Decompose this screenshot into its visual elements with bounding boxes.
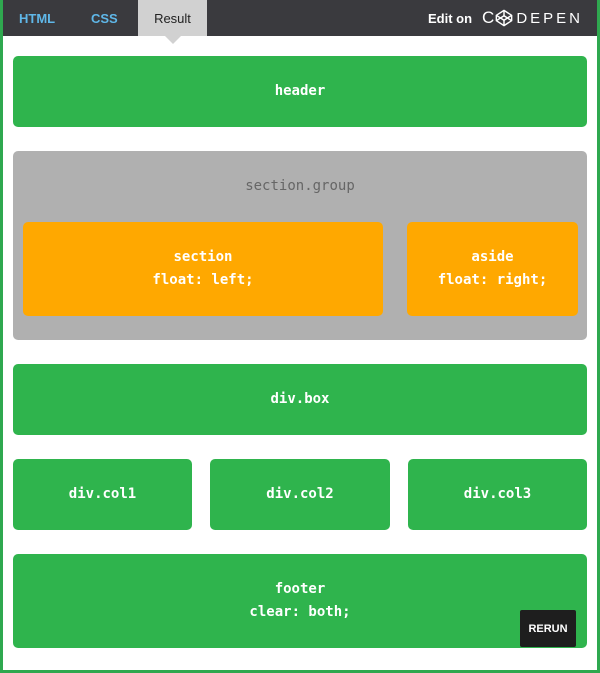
footer-block: footer clear: both; [13,554,587,648]
section-label: section [173,249,233,265]
codepen-topbar: HTML CSS Result Edit on C DEPEN [3,0,597,36]
codepen-cube-icon [495,9,513,27]
tab-result[interactable]: Result [138,0,207,36]
tab-html[interactable]: HTML [19,11,56,26]
div-col3-block: div.col3 [408,459,587,530]
div-col1-label: div.col1 [68,486,137,502]
codepen-logo: C DEPEN [482,8,583,28]
section-float-left-block: section float: left; [23,222,383,316]
codepen-logo-letter-c: C [482,8,495,27]
rerun-button[interactable]: RERUN [520,610,576,647]
active-tab-indicator [165,36,181,44]
codepen-embed-frame: HTML CSS Result Edit on C DEPEN [3,0,597,670]
codepen-logo-text: DEPEN [516,9,583,27]
div-box-label: div.box [270,391,330,407]
div-col2-block: div.col2 [210,459,390,530]
header-label: header [274,83,326,99]
div-box-block: div.box [13,364,587,435]
tab-css[interactable]: CSS [91,11,118,26]
result-header-block: header [13,56,587,127]
footer-clear-label: clear: both; [249,604,351,620]
section-float-label: float: left; [152,272,254,288]
div-col2-label: div.col2 [266,486,334,502]
aside-float-label: float: right; [437,272,548,288]
edit-on-label: Edit on [427,10,473,26]
div-col3-label: div.col3 [463,486,532,502]
aside-float-right-block: aside float: right; [407,222,578,316]
edit-on-codepen-link[interactable]: Edit on C DEPEN [428,0,583,36]
aside-label: aside [471,249,514,265]
section-group-label: section.group [245,178,355,194]
footer-label: footer [274,581,326,597]
div-col1-block: div.col1 [13,459,192,530]
